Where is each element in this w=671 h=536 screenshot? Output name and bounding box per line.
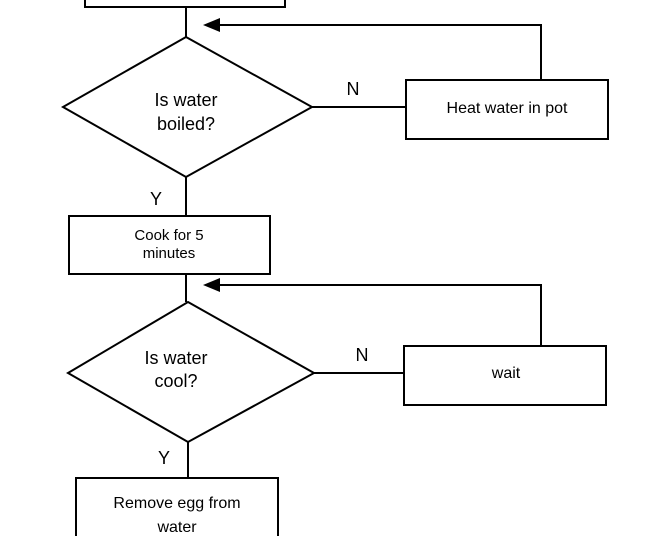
process-remove-text-line2: water [156, 519, 197, 536]
branch-label-cool-yes: Y [158, 448, 170, 468]
process-heat-text: Heat water in pot [447, 100, 569, 117]
process-cook-text-line2: minutes [143, 245, 196, 262]
loop-wait-to-main [216, 284, 542, 346]
decision-boiled-text-line2: boiled? [157, 114, 215, 134]
process-wait [403, 345, 607, 406]
process-remove-egg [75, 477, 279, 536]
process-cook-text-line1: Cook for 5 [134, 227, 203, 244]
branch-label-cool-no: N [356, 345, 369, 365]
process-remove-text-line1: Remove egg from [113, 495, 240, 512]
branch-label-boiled-no: N [347, 79, 360, 99]
loop-heat-to-main [216, 24, 542, 80]
decision-cool-text-line2: cool? [154, 371, 197, 391]
decision-cool-text-line1: Is water [144, 348, 207, 368]
decision-boiled-text-line1: Is water [154, 90, 217, 110]
arrowhead-wait-loop [203, 278, 220, 292]
process-cook [68, 215, 271, 275]
process-heat-water [405, 79, 609, 140]
process-wait-text: wait [491, 365, 521, 382]
top-process-box [84, 0, 286, 8]
branch-label-boiled-yes: Y [150, 189, 162, 209]
arrowhead-heat-loop [203, 18, 220, 32]
